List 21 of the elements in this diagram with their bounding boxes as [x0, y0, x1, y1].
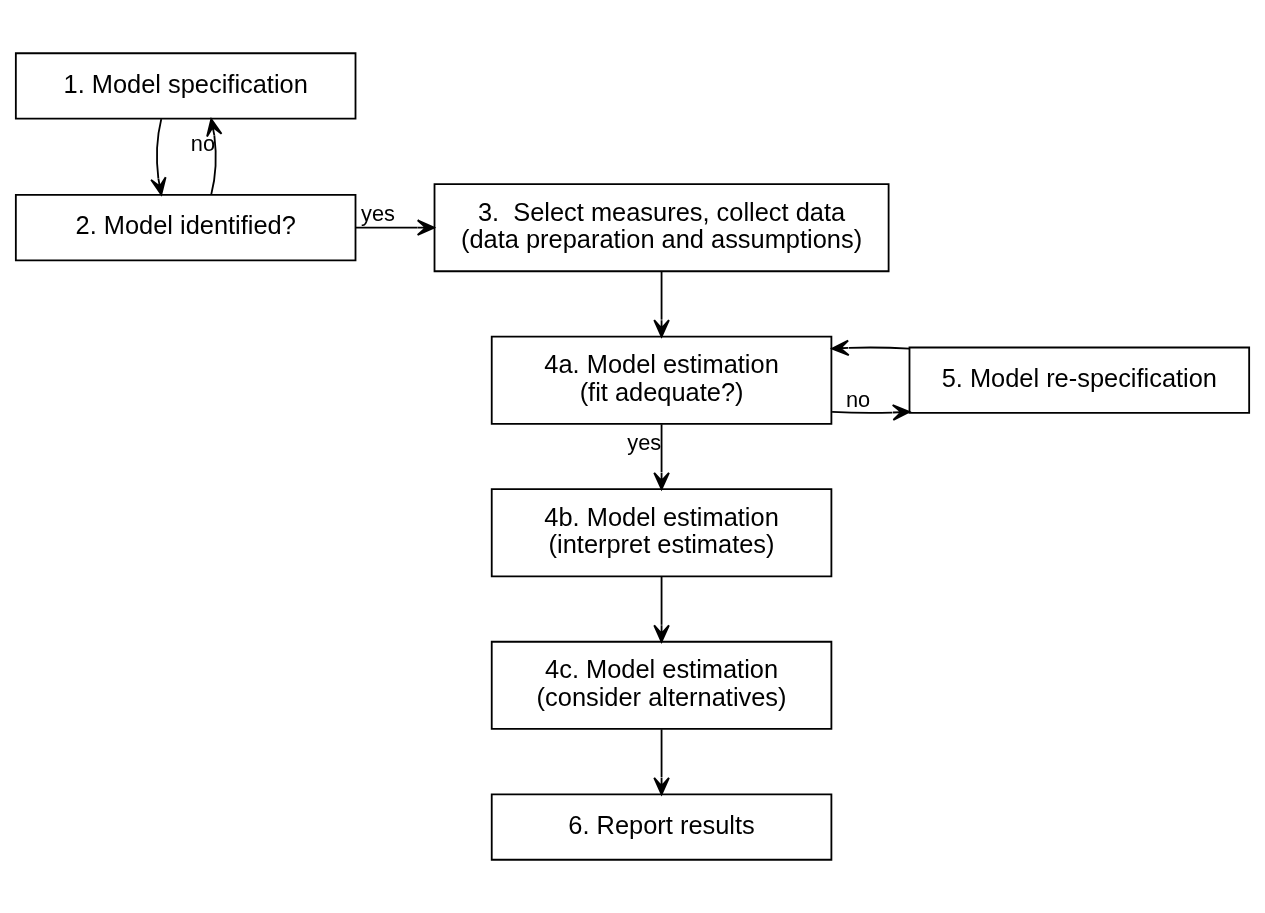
- arrow: [206, 118, 223, 196]
- arrow: [653, 728, 670, 796]
- arrow: [831, 404, 911, 421]
- edge-label: no: [845, 386, 871, 412]
- arrow: [354, 219, 435, 236]
- node-box: 4b. Model estimation (interpret estimates): [490, 488, 833, 578]
- node-box: 1. Model specification: [14, 52, 357, 120]
- edge-label: yes: [361, 201, 396, 227]
- node-box: 3. Select measures, collect data (data preparation and assumptions): [433, 183, 890, 273]
- edge-label: yes: [627, 430, 662, 456]
- arrow: [653, 576, 670, 643]
- arrow: [653, 423, 670, 490]
- arrow: [150, 118, 167, 196]
- arrow: [653, 270, 670, 338]
- node-box: 2. Model identified?: [14, 194, 357, 262]
- edge-label: no: [190, 131, 216, 157]
- node-box: 4a. Model estimation (fit adequate?): [490, 335, 833, 425]
- node-box: 5. Model re-specification: [908, 346, 1251, 414]
- node-box: 4c. Model estimation (consider alternatives): [490, 640, 833, 730]
- arrow: [831, 339, 911, 357]
- node-box: 6. Report results: [490, 793, 833, 861]
